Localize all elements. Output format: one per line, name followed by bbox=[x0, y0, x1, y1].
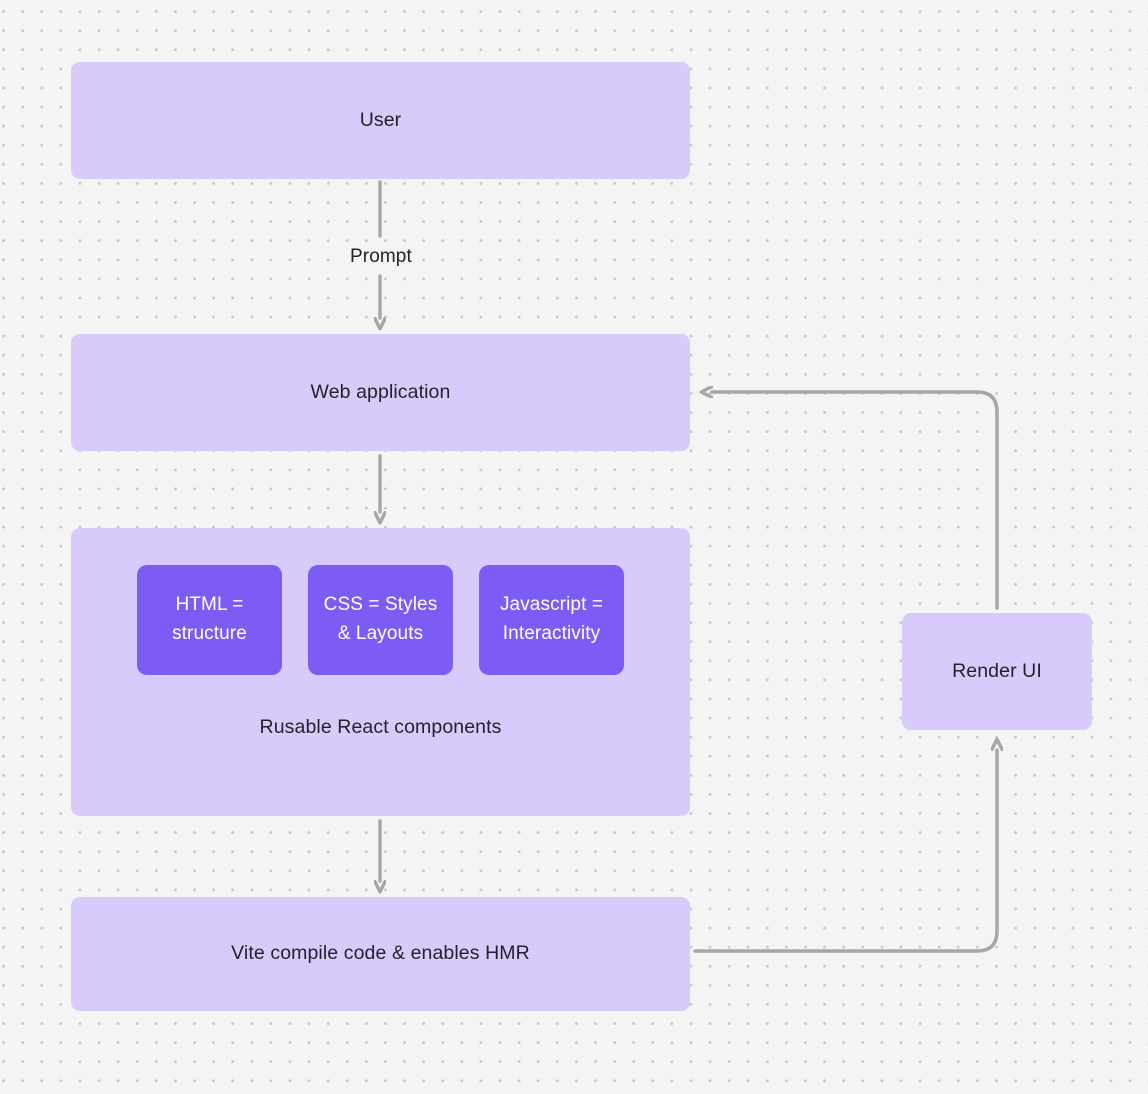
chip-html-line2: structure bbox=[172, 623, 247, 644]
node-react-components-caption: Rusable React components bbox=[259, 716, 502, 738]
node-web-application[interactable]: Web application bbox=[71, 334, 690, 451]
node-vite-label: Vite compile code & enables HMR bbox=[231, 942, 530, 965]
chip-row: HTML = structure CSS = Styles & Layouts … bbox=[137, 565, 624, 675]
node-user[interactable]: User bbox=[71, 62, 690, 179]
chip-html-label: HTML = structure bbox=[172, 591, 247, 649]
node-vite[interactable]: Vite compile code & enables HMR bbox=[71, 897, 690, 1011]
edge-label-prompt: Prompt bbox=[344, 246, 418, 268]
chip-javascript-line1: Javascript = bbox=[499, 594, 604, 616]
edge-vite-to-render bbox=[693, 750, 997, 953]
chip-css-line1: CSS = Styles bbox=[323, 594, 438, 616]
chip-html-line1: HTML = bbox=[175, 594, 244, 616]
chip-javascript[interactable]: Javascript = Interactivity bbox=[479, 565, 624, 675]
edge-render-to-webapp bbox=[712, 392, 999, 610]
chip-css-line2: & Layouts bbox=[337, 623, 424, 644]
chip-javascript-line2: Interactivity bbox=[502, 623, 601, 644]
node-react-components[interactable]: HTML = structure CSS = Styles & Layouts … bbox=[71, 528, 690, 816]
chip-css-label: CSS = Styles & Layouts bbox=[324, 591, 438, 649]
chip-html[interactable]: HTML = structure bbox=[137, 565, 282, 675]
node-render-ui[interactable]: Render UI bbox=[902, 613, 1092, 730]
node-user-label: User bbox=[359, 108, 402, 131]
chip-javascript-label: Javascript = Interactivity bbox=[500, 591, 603, 649]
chip-css[interactable]: CSS = Styles & Layouts bbox=[308, 565, 453, 675]
node-web-application-label: Web application bbox=[310, 380, 451, 403]
node-render-ui-label: Render UI bbox=[952, 659, 1042, 682]
